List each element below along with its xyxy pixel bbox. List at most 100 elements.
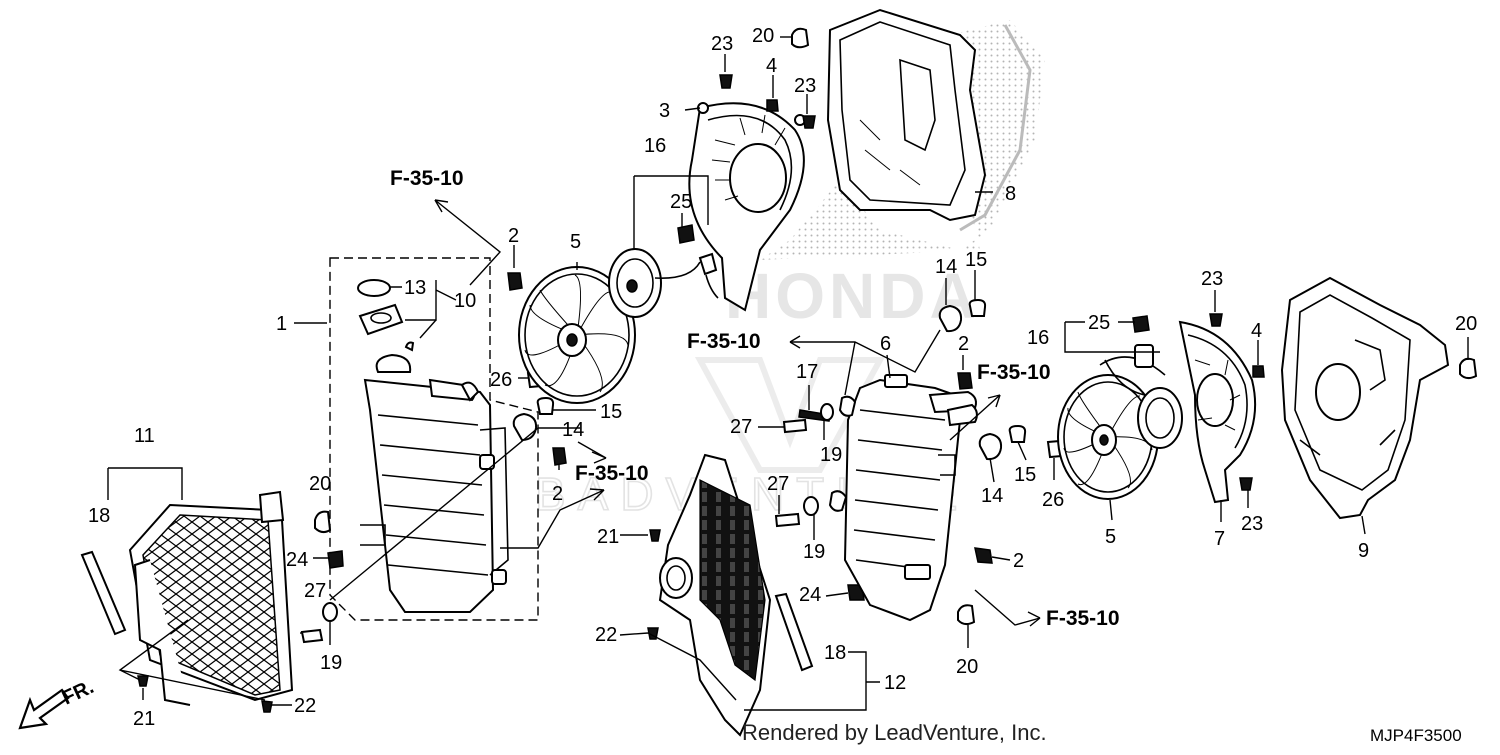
o-ring-13: [357, 279, 391, 297]
grommet-20-bottom: [957, 604, 976, 626]
callout-27-b[interactable]: 27: [730, 416, 752, 438]
callout-15-c[interactable]: 15: [1014, 464, 1036, 486]
callout-2-d[interactable]: 2: [1013, 550, 1024, 572]
callout-19-a[interactable]: 19: [320, 652, 342, 674]
callout-27-a[interactable]: 27: [304, 580, 326, 602]
callout-25-a[interactable]: 25: [670, 191, 692, 213]
nut-4-top: [766, 99, 779, 112]
callout-21-b[interactable]: 21: [597, 526, 619, 548]
right-fan-shroud: [1178, 320, 1257, 504]
callout-20-a[interactable]: 20: [752, 25, 774, 47]
leader-lines: [107, 36, 1469, 711]
left-cooling-fan: [518, 266, 636, 404]
callout-16-a[interactable]: 16: [644, 135, 666, 157]
top-right-cover: [826, 8, 987, 222]
callout-6[interactable]: 6: [880, 333, 891, 355]
left-radiator-assembly: [329, 257, 539, 621]
bushing-14-right-mid: [978, 432, 1003, 461]
right-fan-motor: [1099, 315, 1183, 449]
collar-15-left: [536, 396, 555, 415]
callout-7[interactable]: 7: [1214, 528, 1225, 550]
callout-15-b[interactable]: 15: [965, 249, 987, 271]
callout-25-b[interactable]: 25: [1088, 312, 1110, 334]
callout-24-b[interactable]: 24: [799, 584, 821, 606]
clip-2-right-bottom: [974, 547, 993, 564]
callout-13[interactable]: 13: [404, 277, 426, 299]
reference-label-right[interactable]: F-35-10: [977, 361, 1051, 384]
callout-21-a[interactable]: 21: [133, 708, 155, 730]
callout-22-a[interactable]: 22: [294, 695, 316, 717]
callout-4-a[interactable]: 4: [766, 55, 777, 77]
callout-23-d[interactable]: 23: [1241, 513, 1263, 535]
front-label: FR.: [59, 676, 97, 710]
callout-20-b[interactable]: 20: [309, 473, 331, 495]
reference-label-center[interactable]: F-35-10: [687, 330, 761, 353]
callout-26-b[interactable]: 26: [1042, 489, 1064, 511]
callout-22-b[interactable]: 22: [595, 624, 617, 646]
callout-20-c[interactable]: 20: [956, 656, 978, 678]
callout-10[interactable]: 10: [454, 290, 476, 312]
grommet-20-top: [791, 27, 810, 49]
callout-1[interactable]: 1: [276, 313, 287, 335]
callout-19-b[interactable]: 19: [820, 444, 842, 466]
collar-15-right-top: [968, 298, 987, 317]
collar-15-right-mid: [1008, 424, 1027, 443]
clip-2-left-bottom: [552, 447, 567, 466]
callout-18-a[interactable]: 18: [88, 505, 110, 527]
filler-neck-10: [358, 303, 404, 336]
bushing-14-right-top: [938, 304, 963, 333]
bolt-23-top-mid: [802, 115, 816, 129]
reference-label-bottom[interactable]: F-35-10: [1046, 607, 1120, 630]
diagram-code: MJP4F3500: [1370, 726, 1462, 745]
callout-4-b[interactable]: 4: [1251, 320, 1262, 342]
callout-23-c[interactable]: 23: [1201, 268, 1223, 290]
callout-26-a[interactable]: 26: [490, 369, 512, 391]
render-watermark: Rendered by LeadVenture, Inc.: [742, 720, 1047, 745]
screw-22-left: [261, 700, 273, 713]
callout-14-a[interactable]: 14: [562, 419, 584, 441]
bushing-14-left: [512, 412, 538, 442]
callout-2-c[interactable]: 2: [958, 333, 969, 355]
callout-5-a[interactable]: 5: [570, 231, 581, 253]
callout-12[interactable]: 12: [884, 672, 906, 694]
reference-label-top-left[interactable]: F-35-10: [390, 167, 464, 190]
right-radiator: [843, 374, 978, 622]
callout-16-b[interactable]: 16: [1027, 327, 1049, 349]
nut-4-right: [1252, 365, 1265, 378]
callout-24-a[interactable]: 24: [286, 549, 308, 571]
callout-3[interactable]: 3: [659, 100, 670, 122]
grommet-20-right: [1459, 357, 1478, 380]
callout-27-c[interactable]: 27: [767, 473, 789, 495]
washer-19-center-bottom: [803, 496, 819, 516]
callout-14-c[interactable]: 14: [981, 485, 1003, 507]
callout-2-a[interactable]: 2: [508, 225, 519, 247]
bolt-23-top-left: [719, 74, 733, 89]
callout-5-b[interactable]: 5: [1105, 526, 1116, 548]
callout-numbers: 1 2 2 2 2 3 4 4 5 5 6 7 8 9 10 11 12 13 …: [88, 25, 1477, 730]
callout-23-b[interactable]: 23: [794, 75, 816, 97]
reference-label-left[interactable]: F-35-10: [575, 462, 649, 485]
screw-21-center: [649, 529, 661, 542]
callout-23-a[interactable]: 23: [711, 33, 733, 55]
center-radiator-grille: [658, 453, 814, 737]
clip-24-left: [327, 550, 344, 569]
callout-18-b[interactable]: 18: [824, 642, 846, 664]
left-fan-motor: [608, 224, 719, 318]
callout-19-c[interactable]: 19: [803, 541, 825, 563]
bolt-27-center-bottom: [774, 512, 801, 528]
callout-9[interactable]: 9: [1358, 540, 1369, 562]
screw-21-left: [137, 675, 149, 687]
callout-11[interactable]: 11: [134, 425, 155, 447]
callout-17[interactable]: 17: [796, 361, 818, 383]
callout-15-a[interactable]: 15: [600, 401, 622, 423]
callout-14-b[interactable]: 14: [935, 256, 957, 278]
bolt-27-left: [300, 628, 324, 644]
washer-19-left: [322, 602, 338, 622]
grommet-20-left: [314, 510, 332, 534]
callout-2-b[interactable]: 2: [552, 483, 563, 505]
clip-2-left-top: [507, 272, 523, 291]
callout-20-d[interactable]: 20: [1455, 313, 1477, 335]
right-side-cover: [1280, 276, 1450, 520]
callout-8[interactable]: 8: [1005, 183, 1016, 205]
